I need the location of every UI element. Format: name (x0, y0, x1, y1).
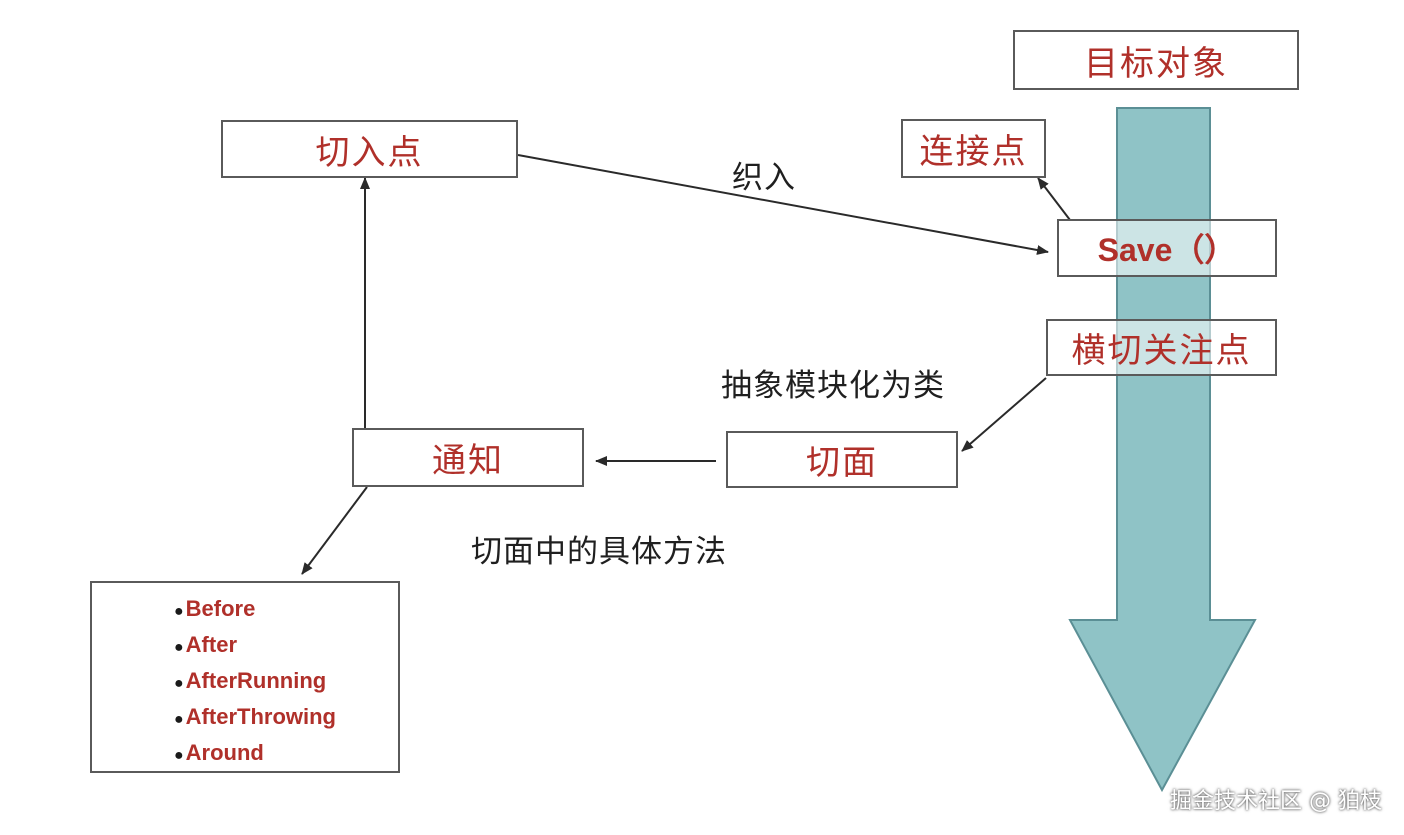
join-point-box: 连接点 (901, 119, 1046, 178)
weaving-arrow (517, 154, 1049, 255)
bullet-icon: ● (174, 675, 184, 692)
aspect-box: 切面 (726, 431, 958, 488)
advice-types-box: ●Before●After●AfterRunning●AfterThrowing… (90, 581, 400, 773)
advice-type-label: AfterThrowing (185, 704, 336, 729)
advice-type-label: After (185, 632, 238, 657)
advice-type-label: Before (185, 596, 256, 621)
save-to-joinpoint-arrow (1037, 177, 1071, 221)
advice-type-item: ●After (174, 627, 336, 663)
target-object-box: 目标对象 (1013, 30, 1299, 90)
pointcut-box: 切入点 (221, 120, 518, 178)
bullet-icon: ● (174, 711, 184, 728)
save-method-box: Save（） (1057, 219, 1277, 277)
advice-type-label: Around (185, 740, 264, 765)
target-object-flow-arrow (1068, 107, 1257, 793)
advice-types-list: ●Before●After●AfterRunning●AfterThrowing… (174, 591, 336, 771)
bullet-icon: ● (174, 603, 184, 620)
advice-to-types-arrow (301, 486, 368, 575)
weaving-label: 织入 (732, 160, 796, 196)
abstract-modularize-label: 抽象模块化为类 (721, 368, 945, 404)
advice-box: 通知 (352, 428, 584, 487)
advice-type-item: ●Before (174, 591, 336, 627)
bullet-icon: ● (174, 747, 184, 764)
advice-type-item: ●AfterThrowing (174, 699, 336, 735)
concern-to-aspect-arrow (961, 377, 1047, 452)
bullet-icon: ● (174, 639, 184, 656)
crosscutting-concern-box: 横切关注点 (1046, 319, 1277, 376)
advice-type-item: ●AfterRunning (174, 663, 336, 699)
advice-type-item: ●Around (174, 735, 336, 771)
advice-type-label: AfterRunning (185, 668, 327, 693)
watermark: 掘金技术社区 @ 狛枝 (1170, 789, 1382, 814)
aspect-methods-label: 切面中的具体方法 (471, 534, 727, 570)
